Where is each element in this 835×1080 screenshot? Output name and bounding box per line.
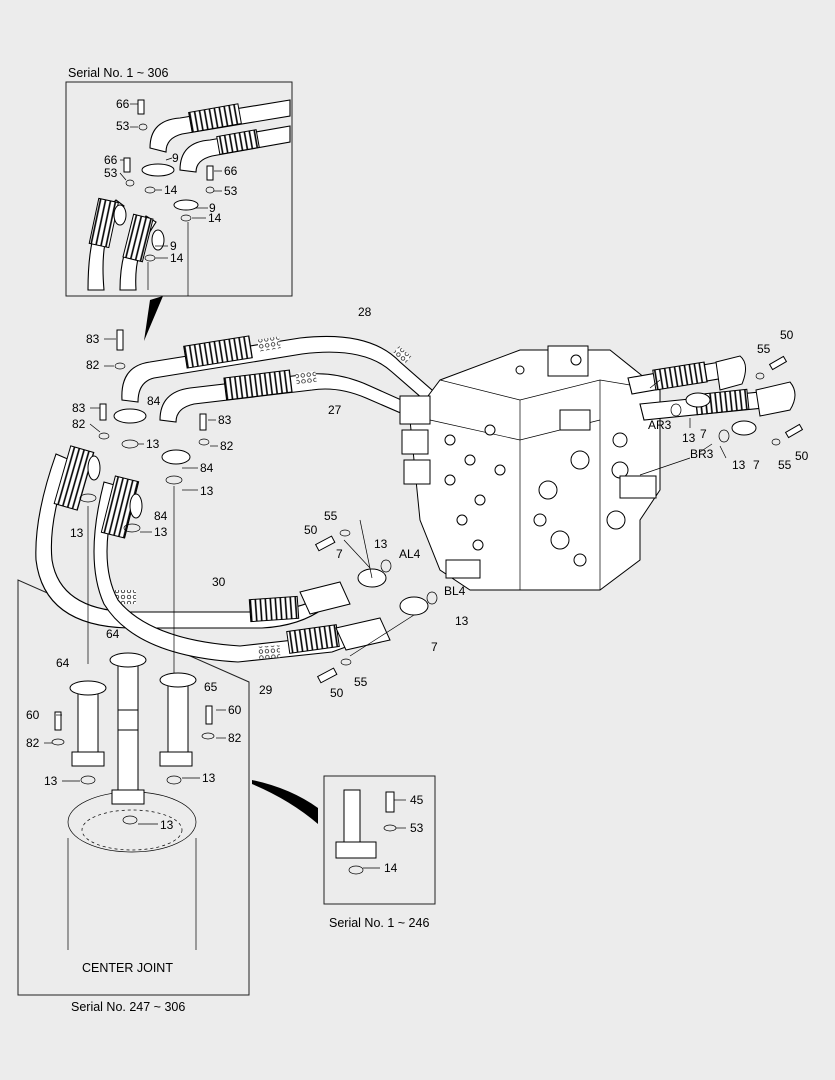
left-fittings <box>79 329 438 684</box>
label-65: 65 <box>204 680 218 694</box>
center-joint-drawing <box>51 652 215 950</box>
label-50: 50 <box>304 523 318 537</box>
label-84: 84 <box>200 461 214 475</box>
label-83: 83 <box>218 413 232 427</box>
label-84: 84 <box>147 394 161 408</box>
label-84: 84 <box>154 509 168 523</box>
label-55: 55 <box>324 509 338 523</box>
right-inset-drawing <box>335 789 406 875</box>
main-control-valve <box>399 345 661 591</box>
hose-29 <box>93 475 391 663</box>
label-82: 82 <box>26 736 40 750</box>
label-13: 13 <box>202 771 216 785</box>
label-13: 13 <box>70 526 84 540</box>
label-53: 53 <box>104 166 118 180</box>
top-inset-frame <box>65 81 293 297</box>
label-55: 55 <box>354 675 368 689</box>
label-14: 14 <box>170 251 184 265</box>
label-60: 60 <box>228 703 242 717</box>
label-50: 50 <box>780 328 794 342</box>
left-inset-caption: Serial No. 247 ~ 306 <box>71 1000 185 1014</box>
label-13: 13 <box>154 525 168 539</box>
label-53: 53 <box>116 119 130 133</box>
right-inset-callout-arrow <box>252 780 318 824</box>
label-29: 29 <box>259 683 273 697</box>
label-82: 82 <box>228 731 242 745</box>
top-inset-hoses <box>87 99 291 296</box>
label-66: 66 <box>116 97 130 111</box>
label-50: 50 <box>330 686 344 700</box>
label-83: 83 <box>86 332 100 346</box>
label-66: 66 <box>224 164 238 178</box>
label-83: 83 <box>72 401 86 415</box>
label-60: 60 <box>26 708 40 722</box>
label-14: 14 <box>164 183 178 197</box>
label-13: 13 <box>374 537 388 551</box>
label-66: 66 <box>104 153 118 167</box>
label-82: 82 <box>86 358 100 372</box>
label-13: 13 <box>732 458 746 472</box>
label-28: 28 <box>358 305 372 319</box>
label-13: 13 <box>160 818 174 832</box>
label-13: 13 <box>682 431 696 445</box>
label-50: 50 <box>795 449 809 463</box>
label-14: 14 <box>208 211 222 225</box>
label-9: 9 <box>172 151 179 165</box>
top-inset-callout-arrow <box>144 296 163 341</box>
label-AR3: AR3 <box>648 418 672 432</box>
label-BL4: BL4 <box>444 584 466 598</box>
label-7: 7 <box>336 547 343 561</box>
label-AL4: AL4 <box>399 547 421 561</box>
label-64: 64 <box>106 627 120 641</box>
label-55: 55 <box>757 342 771 356</box>
label-13: 13 <box>146 437 160 451</box>
label-9: 9 <box>170 239 177 253</box>
label-53: 53 <box>410 821 424 835</box>
center-joint-caption: CENTER JOINT <box>82 961 173 975</box>
top-inset-caption: Serial No. 1 ~ 306 <box>68 66 168 80</box>
label-45: 45 <box>410 793 424 807</box>
label-7: 7 <box>753 458 760 472</box>
main-leaders <box>44 338 713 825</box>
label-7: 7 <box>700 427 707 441</box>
label-7: 7 <box>431 640 438 654</box>
part-labels: Serial No. 1 ~ 306 CENTER JOINT Serial N… <box>26 66 809 1014</box>
label-13: 13 <box>44 774 58 788</box>
label-82: 82 <box>220 439 234 453</box>
right-inset-frame <box>323 775 436 905</box>
label-BR3: BR3 <box>690 447 714 461</box>
label-9: 9 <box>209 201 216 215</box>
top-inset-leaders <box>119 103 222 259</box>
label-13: 13 <box>455 614 469 628</box>
label-14: 14 <box>384 861 398 875</box>
label-30: 30 <box>212 575 226 589</box>
label-53: 53 <box>224 184 238 198</box>
label-13: 13 <box>200 484 214 498</box>
right-inset-caption: Serial No. 1 ~ 246 <box>329 916 429 930</box>
hose-30 <box>35 445 351 629</box>
label-82: 82 <box>72 417 86 431</box>
label-64: 64 <box>56 656 70 670</box>
label-55: 55 <box>778 458 792 472</box>
label-27: 27 <box>328 403 342 417</box>
